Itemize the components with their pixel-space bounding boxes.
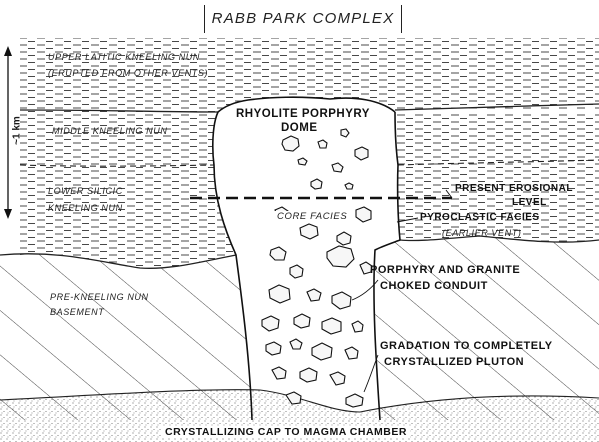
clast <box>352 321 363 332</box>
clast <box>356 207 371 222</box>
clast <box>307 289 321 301</box>
clast <box>272 367 286 379</box>
magma-chamber-label: CRYSTALLIZING CAP TO MAGMA CHAMBER <box>162 426 410 438</box>
scale-arrow-bottom <box>4 209 12 219</box>
pyroclastic-facies-label-2: (EARLIER VENT) <box>442 228 521 238</box>
clast <box>330 372 345 385</box>
clast <box>355 147 368 160</box>
clast <box>322 318 341 334</box>
clast <box>337 232 351 245</box>
clast <box>269 285 290 303</box>
erosional-level-label-2: LEVEL <box>512 197 547 208</box>
scale-label: ~1 km <box>12 106 23 156</box>
clast <box>341 129 349 137</box>
upper-tuff-label-2: (ERUPTED FROM OTHER VENTS) <box>48 68 208 78</box>
clast <box>266 342 281 355</box>
clast <box>311 179 322 189</box>
dome-label-2: DOME <box>281 122 318 134</box>
clast <box>300 224 318 239</box>
clast <box>332 292 351 309</box>
clast <box>346 394 363 407</box>
clast <box>290 339 302 349</box>
clast <box>318 140 327 148</box>
diagram-title: RABB PARK COMPLEX <box>204 5 402 33</box>
basement-right <box>370 230 599 420</box>
conduit-label-2: CHOKED CONDUIT <box>380 280 488 292</box>
upper-tuff-label-1: UPPER LATITIC KNEELING NUN <box>48 52 200 62</box>
clast <box>290 265 303 278</box>
clast <box>312 343 332 360</box>
lower-tuff-label-1: LOWER SILICIC <box>48 186 123 196</box>
core-facies-label: CORE FACIES <box>275 211 349 222</box>
clast <box>298 158 307 165</box>
clast <box>300 368 317 382</box>
clast <box>294 314 310 328</box>
lower-tuff-label-2: KNEELING NUN <box>48 203 123 213</box>
pluton-label-1: GRADATION TO COMPLETELY <box>380 340 553 352</box>
dome-label-1: RHYOLITE PORPHYRY <box>236 108 370 120</box>
clast <box>262 316 279 331</box>
clast <box>282 136 299 151</box>
middle-tuff-label: MIDDLE KNEELING NUN <box>52 126 167 136</box>
conduit-label-1: PORPHYRY AND GRANITE <box>370 264 520 276</box>
leader-pluton <box>364 355 378 392</box>
clast <box>327 246 354 267</box>
pyroclastic-facies-label-1: PYROCLASTIC FACIES <box>420 212 540 223</box>
clast <box>332 163 343 172</box>
clast <box>345 183 353 189</box>
scale-arrow-top <box>4 46 12 56</box>
erosional-level-label-1: PRESENT EROSIONAL <box>455 183 573 194</box>
clast <box>345 347 358 359</box>
conduit-clasts <box>262 129 372 407</box>
basement-label-2: BASEMENT <box>50 307 104 317</box>
clast <box>270 247 286 260</box>
pluton-label-2: CRYSTALLIZED PLUTON <box>384 356 524 368</box>
basement-label-1: PRE-KNEELING NUN <box>50 292 149 302</box>
